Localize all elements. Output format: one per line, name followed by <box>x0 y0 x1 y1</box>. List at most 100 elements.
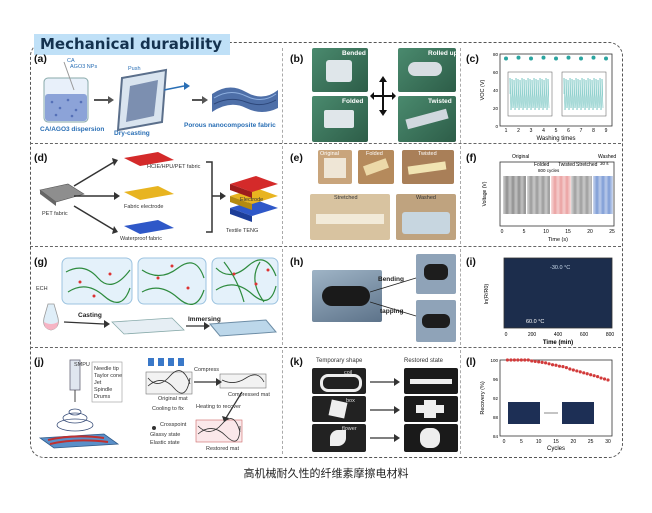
legend-item-1: Needle tip <box>94 366 119 372</box>
photo-coil <box>312 368 366 394</box>
figure-title: Mechanical durability <box>34 34 231 55</box>
data-point <box>575 369 579 373</box>
data-point <box>596 375 600 379</box>
panel-g-casting: Casting <box>78 312 102 319</box>
panel-h-connectors <box>370 277 417 317</box>
data-point <box>599 376 603 380</box>
x-tick-label: 25 <box>588 439 594 445</box>
photo-box <box>312 396 366 422</box>
inset-photos <box>508 402 594 424</box>
panel-a-tag-ago: AGO3 NPs <box>70 64 98 70</box>
row-separator <box>30 143 621 144</box>
panel-j-elastic: Elastic state <box>150 440 180 446</box>
panel-j-illustration <box>38 358 267 449</box>
column-separator <box>460 48 461 143</box>
panel-f-washed: Washed <box>598 154 616 160</box>
panel-i-ylabel: ln(R/R0) <box>484 284 490 305</box>
panel-l-ylabel: Recovery (%) <box>480 381 486 414</box>
data-point <box>541 55 546 60</box>
legend-item-4: Spindle <box>94 387 113 393</box>
panel-j-smpu: SMPU <box>74 362 90 368</box>
panel-j-crosspoint: Crosspoint <box>160 422 187 428</box>
panel-j-restored: Restored mat <box>206 446 240 452</box>
photo-bending-close <box>416 254 456 294</box>
panel-i-label: (i) <box>466 256 476 268</box>
panel-h-bending: Bending <box>378 276 404 283</box>
data-point <box>544 361 548 365</box>
data-point <box>540 360 544 364</box>
panel-f-folded: Folded <box>534 162 550 168</box>
legend-item-3: Jet <box>94 380 102 386</box>
signal-band <box>503 257 613 329</box>
y-tick-label: 84 <box>493 434 499 439</box>
x-tick-label: 4 <box>542 128 545 134</box>
panel-k-flower: flower <box>342 426 357 432</box>
photo-flower <box>312 424 366 452</box>
x-tick-label: 600 <box>580 332 589 338</box>
panel-d-hcie: HCIE/HPU/PET fabric <box>147 164 201 170</box>
panel-j-compress: Compress <box>194 367 220 373</box>
panel-e-twisted: Twisted <box>418 151 437 157</box>
panel-d-illustration <box>39 152 278 234</box>
data-point <box>529 56 533 61</box>
panel-f-time: 30 s <box>600 161 609 166</box>
x-tick-label: 400 <box>554 332 563 338</box>
panel-i-cold: -30.0 °C <box>550 265 570 271</box>
x-tick-label: 1 <box>505 128 508 134</box>
data-point <box>571 368 575 372</box>
voltage-signal <box>527 176 550 214</box>
data-point <box>516 55 521 60</box>
panel-f-cycles: 800 cycles <box>538 168 560 173</box>
data-point <box>591 55 596 60</box>
panel-i-xlabel: Time (min) <box>543 340 573 346</box>
column-separator <box>282 350 283 454</box>
y-tick-label: 80 <box>493 52 499 57</box>
x-tick-label: 10 <box>543 229 549 235</box>
x-tick-label: 15 <box>553 439 559 445</box>
data-point <box>537 360 541 364</box>
panel-a-label: (a) <box>34 53 47 65</box>
data-point <box>557 364 562 368</box>
panel-j-heating: Heating to recover <box>196 404 241 410</box>
panel-j-label: (j) <box>34 356 44 368</box>
inset-signal <box>509 77 550 111</box>
y-tick-label: 60 <box>493 70 499 75</box>
panel-k-box: box <box>346 398 355 404</box>
data-point <box>578 370 582 374</box>
x-tick-label: 3 <box>530 128 533 134</box>
data-point <box>592 374 596 378</box>
x-tick-label: 200 <box>528 332 537 338</box>
panel-k-label: (k) <box>290 356 303 368</box>
column-separator <box>460 350 461 454</box>
data-point <box>554 363 558 367</box>
x-tick-label: 5 <box>523 229 526 235</box>
y-tick-label: 88 <box>493 415 499 420</box>
panel-a-illustration <box>43 61 278 132</box>
panel-e-original: Original <box>320 151 339 157</box>
four-way-arrow-icon <box>370 76 396 116</box>
panel-k-coil: coil <box>344 370 353 376</box>
panel-e-washed: Washed <box>416 195 436 201</box>
data-point <box>554 56 558 61</box>
x-tick-label: 20 <box>571 439 577 445</box>
y-tick-label: 100 <box>490 358 498 363</box>
panel-h-label: (h) <box>290 256 304 268</box>
data-point <box>564 366 568 370</box>
data-point <box>602 377 607 381</box>
panel-d-device: Textile TENG <box>226 228 259 234</box>
panel-d-electrode-fabric: Fabric electrode <box>124 204 164 210</box>
y-tick-label: 92 <box>493 396 499 401</box>
voltage-signal <box>571 176 592 214</box>
x-tick-label: 20 <box>587 229 593 235</box>
column-separator <box>282 249 283 345</box>
legend-item-2: Taylor cone <box>94 373 123 379</box>
data-point <box>530 359 534 363</box>
data-point <box>568 367 572 371</box>
panel-k-temp: Temporary shape <box>316 358 363 364</box>
y-tick-label: 40 <box>493 88 499 93</box>
data-point <box>582 371 586 375</box>
data-point <box>566 55 571 60</box>
